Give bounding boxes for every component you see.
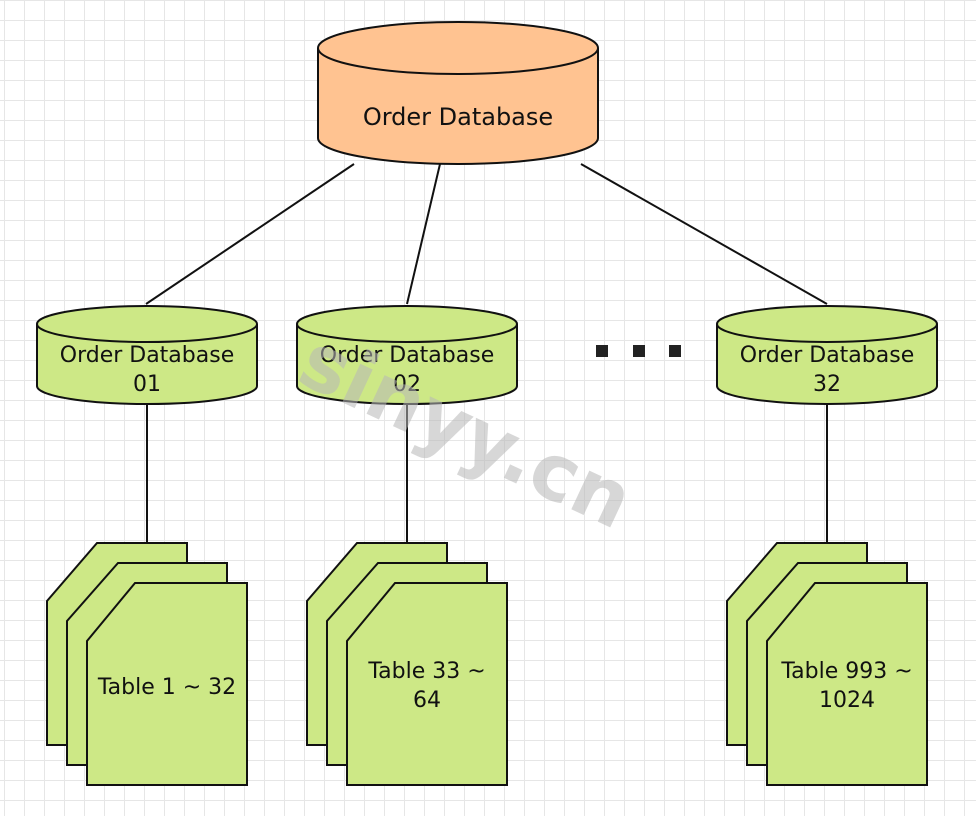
root-database-top: [317, 21, 599, 75]
shard-database-01[interactable]: Order Database 01: [36, 305, 258, 405]
shard-database-32-cylinder: [716, 324, 938, 405]
shard-database-02-cylinder: [296, 324, 518, 405]
table-group-3-label-line2: 1024: [819, 688, 875, 713]
shard-database-02[interactable]: Order Database 02: [296, 305, 518, 405]
table-group-2-label-line2: 64: [413, 688, 441, 713]
root-database-label: Order Database: [363, 103, 553, 131]
connector-root-db01: [145, 163, 355, 305]
root-database-node[interactable]: Order Database: [317, 21, 599, 165]
table-group-1-label: Table 1 ~ 32: [97, 675, 236, 700]
connector-root-db32: [580, 163, 828, 305]
table-sheet-front: [766, 582, 928, 786]
shard-database-02-top: [296, 305, 518, 343]
connector-root-db02: [406, 163, 441, 305]
table-sheet-front: [86, 582, 248, 786]
shard-database-32-top: [716, 305, 938, 343]
shard-database-01-cylinder: [36, 324, 258, 405]
ellipsis-dot: [633, 345, 645, 357]
shard-database-01-top: [36, 305, 258, 343]
ellipsis-dot: [669, 345, 681, 357]
table-group-3-label: Table 993 ~: [780, 659, 912, 684]
connectors: [145, 163, 828, 545]
table-stack-2[interactable]: Table 33 ~ 64: [306, 542, 508, 786]
shard-database-32[interactable]: Order Database 32: [716, 305, 938, 405]
table-group-2-label: Table 33 ~: [367, 659, 485, 684]
ellipsis-indicator: [596, 345, 681, 357]
table-sheet-front: [346, 582, 508, 786]
table-stack-1[interactable]: Table 1 ~ 32: [46, 542, 248, 786]
shard-database-01-number: 01: [133, 372, 161, 397]
shard-database-32-label: Order Database: [740, 343, 915, 368]
shard-database-32-number: 32: [813, 372, 841, 397]
root-database-cylinder: [317, 48, 599, 165]
table-stack-3[interactable]: Table 993 ~ 1024: [726, 542, 928, 786]
shard-database-02-number: 02: [393, 372, 421, 397]
shard-database-02-label: Order Database: [320, 343, 495, 368]
ellipsis-dot: [596, 345, 608, 357]
shard-database-01-label: Order Database: [60, 343, 235, 368]
